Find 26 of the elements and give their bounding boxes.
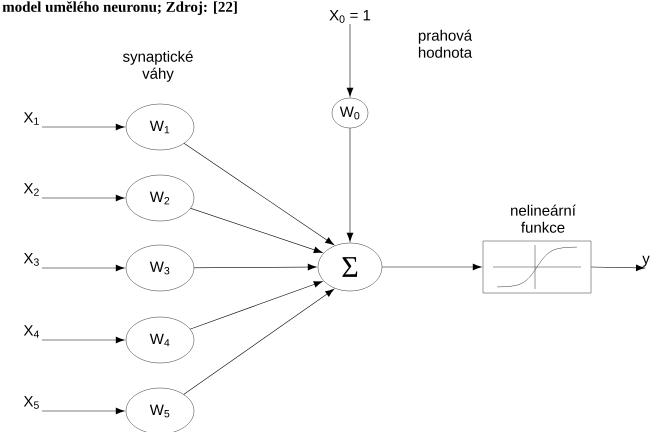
input-label: X$_{1}$ — [24, 112, 39, 125]
arrow — [346, 128, 354, 242]
title: model umělého neuronu; Zdroj: [22] — [2, 1, 237, 15]
input-label: X$_{0}$ = 1 — [329, 10, 370, 23]
arrow — [42, 336, 125, 344]
annotation-label: synaptické váhy — [123, 50, 193, 82]
node-label: nelineární funkce — [511, 204, 576, 233]
arrow — [42, 264, 125, 272]
output-label: y — [642, 256, 650, 267]
arrow — [190, 281, 323, 330]
function-box: nelineární funkce — [482, 204, 592, 294]
annotation-label: prahová hodnota — [418, 30, 472, 58]
arrow — [42, 408, 125, 414]
arrow — [42, 124, 125, 130]
arrow — [184, 288, 334, 395]
arrow — [42, 194, 125, 202]
arrow — [382, 264, 482, 270]
arrow — [194, 264, 317, 270]
input-label: X$_{2}$ — [24, 183, 39, 196]
arrow — [590, 264, 645, 272]
arrow — [346, 24, 354, 97]
arrow — [184, 143, 334, 246]
input-label: X$_{3}$ — [24, 253, 39, 266]
input-label: X$_{5}$ — [24, 396, 39, 409]
input-label: X$_{4}$ — [24, 325, 39, 338]
arrow — [190, 208, 323, 254]
